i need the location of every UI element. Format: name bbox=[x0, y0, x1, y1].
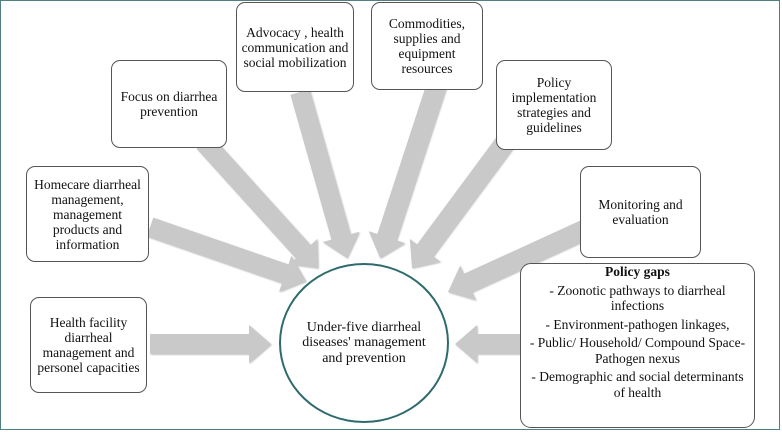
center-label: Under-five diarrheal diseases' managemen… bbox=[302, 319, 426, 366]
box-diarrhea-prevention: Focus on diarrhea prevention bbox=[111, 60, 227, 148]
arrow-diarrhea-prevention bbox=[196, 135, 318, 268]
box-health-facility: Health facility diarrheal management and… bbox=[30, 297, 147, 393]
policy-gaps-title: Policy gaps bbox=[605, 264, 670, 279]
arrow-commodities bbox=[368, 80, 447, 259]
policy-gap-item: - Zoonotic pathways to diarrheal infecti… bbox=[549, 282, 726, 314]
box-diarrhea-prevention-label: Focus on diarrhea prevention bbox=[120, 89, 218, 119]
box-homecare-label: Homecare diarrheal management, managemen… bbox=[34, 176, 141, 252]
box-monitoring: Monitoring and evaluation bbox=[580, 166, 701, 258]
box-advocacy-label: Advocacy , health communication and soci… bbox=[241, 24, 349, 70]
arrow-policy-implementation bbox=[409, 116, 528, 268]
box-health-facility-label: Health facility diarrheal management and… bbox=[37, 315, 140, 375]
box-advocacy: Advocacy , health communication and soci… bbox=[236, 2, 354, 92]
policy-gap-item: - Public/ Household/ Compound Space-Path… bbox=[529, 335, 746, 366]
box-policy-implementation-label: Policy implementation strategies and gui… bbox=[511, 75, 597, 135]
policy-gaps-box: Policy gaps - Zoonotic pathways to diarr… bbox=[520, 263, 755, 428]
arrow-health-facility bbox=[150, 325, 271, 363]
box-commodities: Commodities, supplies and equipment reso… bbox=[371, 2, 483, 90]
box-commodities-label: Commodities, supplies and equipment reso… bbox=[388, 16, 466, 76]
arrow-policy-gaps bbox=[455, 325, 520, 363]
box-homecare: Homecare diarrheal management, managemen… bbox=[26, 166, 149, 262]
arrow-advocacy bbox=[290, 89, 360, 258]
center-circle: Under-five diarrheal diseases' managemen… bbox=[279, 263, 449, 423]
box-policy-implementation: Policy implementation strategies and gui… bbox=[496, 60, 612, 150]
policy-gap-item: - Environment-pathogen linkages, bbox=[545, 316, 730, 332]
box-monitoring-label: Monitoring and evaluation bbox=[598, 197, 683, 227]
arrow-monitoring bbox=[448, 213, 604, 301]
policy-gap-item: - Demographic and social determinants of… bbox=[531, 369, 744, 400]
arrow-homecare bbox=[146, 217, 306, 292]
